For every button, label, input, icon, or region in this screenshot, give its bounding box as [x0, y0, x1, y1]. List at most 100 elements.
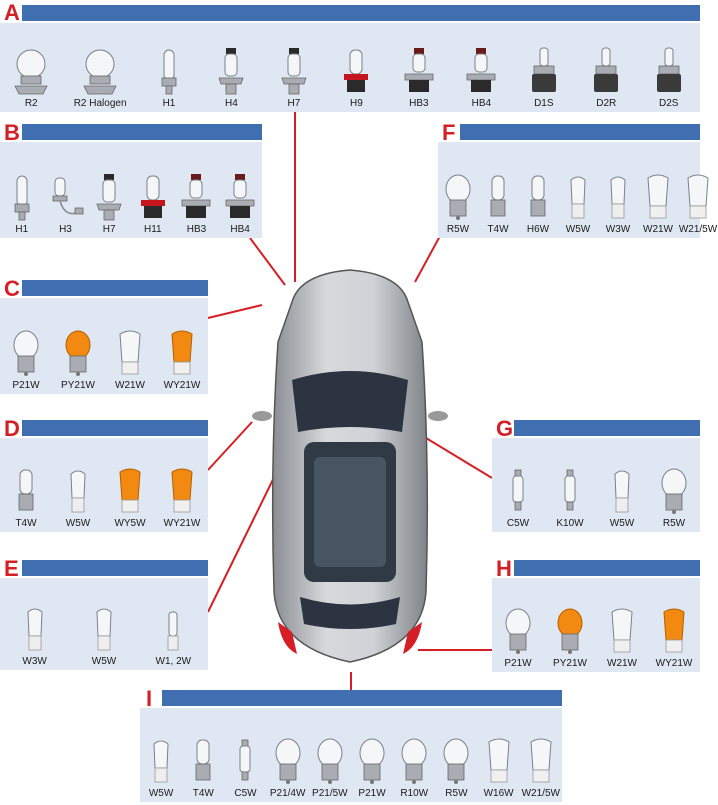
bulb-item: W3W: [598, 172, 638, 235]
bulb-icon: [570, 176, 586, 219]
bulb-item: P21/5W: [310, 736, 350, 799]
bulb-item: R5W: [436, 736, 476, 799]
bulb-icon: [225, 174, 255, 218]
bulb-label: H11: [143, 224, 162, 235]
bulb-item: P21W: [6, 328, 46, 391]
bulb-label: P21W: [358, 788, 386, 799]
bulb-icon: [239, 739, 251, 781]
bulb-item: K10W: [550, 466, 590, 529]
bulb-icon: [594, 47, 619, 92]
bulb-item: WY21W: [162, 328, 202, 391]
bulb-label: W16W: [483, 788, 514, 799]
bulb-icon: [490, 175, 506, 217]
bulb-icon: [614, 470, 630, 513]
bulb-item: W1, 2W: [153, 604, 193, 667]
bulb-label: K10W: [556, 518, 584, 529]
panel-d-header-bar: [22, 420, 208, 436]
panel-d-letter: D: [4, 416, 20, 441]
bulb-label: WY5W: [114, 518, 146, 529]
bulb-label: W3W: [22, 656, 47, 667]
bulb-item: HB3: [399, 46, 439, 109]
bulb-item: W21/5W: [678, 172, 718, 235]
bulb-label: R5W: [445, 788, 468, 799]
bulb-label: T4W: [192, 788, 214, 799]
bulb-label: H4: [225, 98, 238, 109]
bulb-item: D2S: [649, 46, 689, 109]
bulb-label: HB4: [471, 98, 492, 109]
bulb-label: W3W: [605, 224, 631, 235]
bulb-icon: [530, 738, 552, 783]
bulb-icon: [182, 174, 211, 218]
panel-h-header-bar: [514, 560, 700, 576]
bulb-icon: [610, 176, 626, 219]
line-c: [207, 304, 263, 319]
bulb-icon: [14, 49, 48, 95]
bulb-icon: [275, 738, 301, 784]
bulb-icon: [119, 330, 141, 375]
bulb-label: W21W: [643, 224, 673, 235]
bulb-item: C5W: [225, 736, 265, 799]
bulb-item: T4W: [183, 736, 223, 799]
bulb-item: H1: [149, 46, 189, 109]
bulb-item: PY21W: [550, 606, 590, 669]
bulb-label: HB4: [230, 224, 250, 235]
bulb-label: P21W: [12, 380, 40, 391]
bulb-icon: [564, 469, 576, 511]
bulb-item: W3W: [15, 604, 55, 667]
bulb-label: W5W: [609, 518, 635, 529]
bulb-item: D2R: [586, 46, 626, 109]
bulb-item: W21W: [638, 172, 678, 235]
line-d: [207, 421, 253, 471]
bulb-icon: [531, 47, 556, 92]
bulb-item: R5W: [654, 466, 694, 529]
bulb-icon: [281, 48, 307, 95]
bulb-item: HB4: [220, 172, 260, 235]
bulb-label: HB3: [409, 98, 429, 109]
bulb-icon: [344, 49, 369, 92]
bulb-label: P21W: [504, 658, 532, 669]
bulb-icon: [65, 330, 91, 376]
bulb-item: W5W: [58, 466, 98, 529]
bulb-icon: [530, 175, 546, 217]
bulb-icon: [445, 174, 471, 220]
panel-b-header-bar: [22, 124, 262, 140]
bulb-item: W21/5W: [521, 736, 561, 799]
bulb-item: T4W: [6, 466, 46, 529]
bulb-item: HB3: [176, 172, 216, 235]
bulb-icon: [512, 469, 524, 511]
bulb-icon: [140, 175, 165, 218]
bulb-item: H4: [211, 46, 251, 109]
bulb-icon: [14, 175, 30, 221]
bulb-label: D2R: [596, 98, 617, 109]
bulb-item: H9: [336, 46, 376, 109]
panel-c-letter: C: [4, 276, 20, 301]
bulb-item: WY5W: [110, 466, 150, 529]
panel-e-letter: E: [4, 556, 19, 581]
bulb-label: W1, 2W: [155, 656, 192, 667]
bulb-label: D1S: [534, 98, 554, 109]
car-top-view: [252, 269, 448, 663]
bulb-item: PY21W: [58, 328, 98, 391]
bulb-icon: [404, 48, 434, 92]
panel-c-header-bar: [22, 280, 208, 296]
bulb-label: WY21W: [163, 518, 201, 529]
bulb-item: R2: [11, 46, 51, 109]
panel-i-letter: I: [146, 686, 153, 711]
bulb-icon: [557, 608, 583, 654]
bulb-icon: [195, 739, 211, 781]
bulb-icon: [488, 738, 510, 783]
bulb-label: H3: [59, 224, 72, 235]
panel-b-letter: B: [4, 120, 20, 145]
bulb-item: R10W: [394, 736, 434, 799]
bulb-icon: [611, 608, 633, 653]
bulb-item: H1: [2, 172, 42, 235]
bulb-icon: [171, 468, 193, 513]
line-f: [414, 235, 441, 283]
